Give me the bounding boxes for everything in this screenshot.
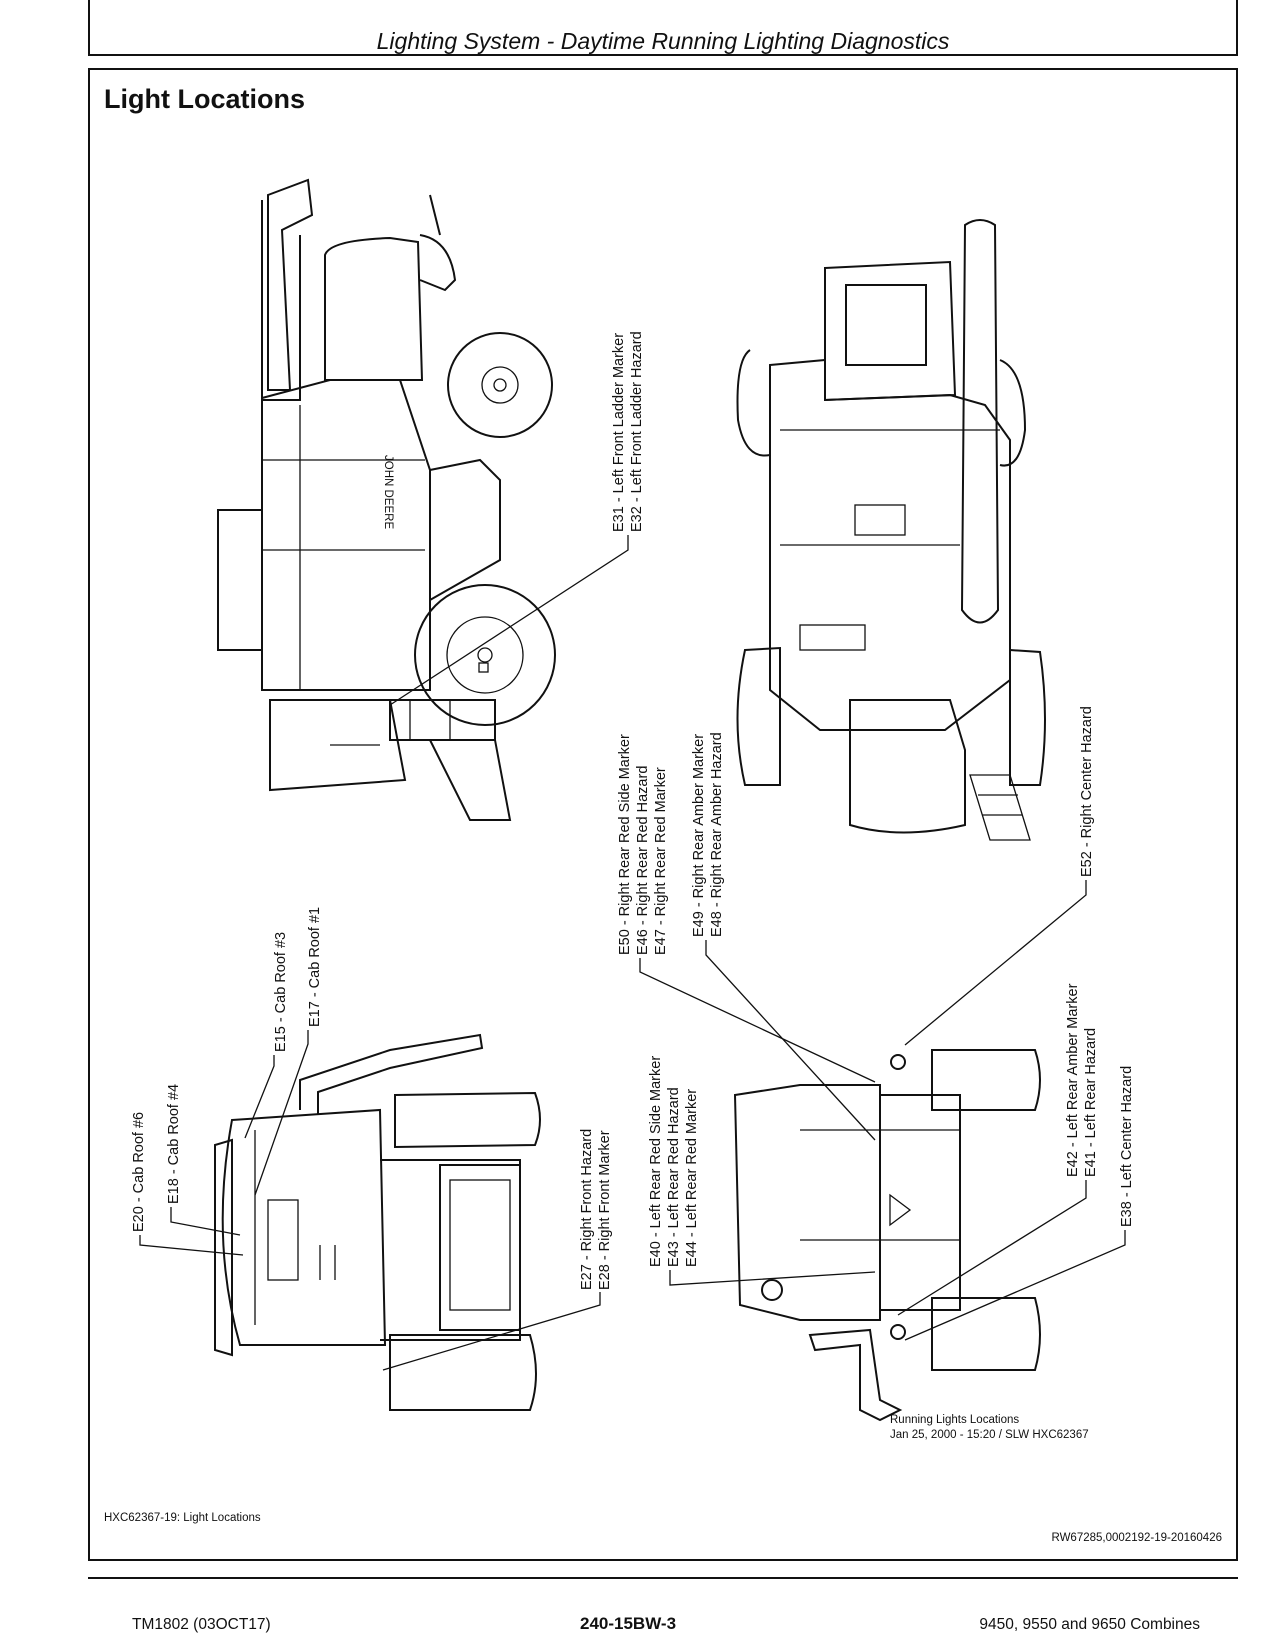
combine-side-view: JOHN DEERE (217, 178, 556, 821)
label-e20: E20 - Cab Roof #6 (131, 1112, 147, 1232)
header-box: Lighting System - Daytime Running Lighti… (88, 0, 1238, 56)
label-e40: E40 - Left Rear Red Side Marker (648, 1056, 664, 1267)
drawing-note-title: Running Lights Locations (890, 1414, 1019, 1426)
content-frame: Light Locations HXC62367-19: Light Locat… (88, 68, 1238, 1561)
light-labels: E31 - Left Front Ladder Marker E32 - Lef… (131, 331, 1135, 1290)
footer-models: 9450, 9550 and 9650 Combines (979, 1616, 1200, 1633)
footer-rule (88, 1577, 1238, 1579)
label-e27: E27 - Right Front Hazard (579, 1129, 595, 1290)
figure-caption: HXC62367-19: Light Locations (104, 1512, 261, 1524)
label-e48: E48 - Right Rear Amber Hazard (709, 732, 725, 937)
label-e17: E17 - Cab Roof #1 (307, 907, 323, 1027)
label-e15: E15 - Cab Roof #3 (273, 932, 289, 1052)
brand-lettering: JOHN DEERE (382, 455, 394, 529)
reference-code: RW67285,0002192-19-20160426 (1051, 1532, 1222, 1544)
label-e47: E47 - Right Rear Red Marker (653, 767, 669, 955)
label-e41: E41 - Left Rear Hazard (1083, 1028, 1099, 1177)
footer-page-number: 240-15BW-3 (580, 1614, 677, 1633)
label-e18: E18 - Cab Roof #4 (166, 1084, 182, 1204)
label-e50: E50 - Right Rear Red Side Marker (617, 734, 633, 955)
drawing-note-date: Jan 25, 2000 - 15:20 / SLW HXC62367 (890, 1429, 1089, 1441)
label-e43: E43 - Left Rear Red Hazard (666, 1087, 682, 1267)
label-e44: E44 - Left Rear Red Marker (684, 1089, 700, 1267)
label-e52: E52 - Right Center Hazard (1079, 706, 1095, 877)
page-header-title: Lighting System - Daytime Running Lighti… (376, 28, 950, 54)
label-e28: E28 - Right Front Marker (597, 1130, 613, 1290)
combine-rear-view (733, 1049, 1041, 1422)
label-e46: E46 - Right Rear Red Hazard (635, 766, 651, 955)
label-e31: E31 - Left Front Ladder Marker (611, 333, 627, 532)
footer-manual-id: TM1802 (03OCT17) (132, 1616, 271, 1633)
label-e38: E38 - Left Center Hazard (1119, 1066, 1135, 1227)
combine-front-view (214, 1033, 541, 1411)
label-e32: E32 - Left Front Ladder Hazard (629, 331, 645, 532)
label-e42: E42 - Left Rear Amber Marker (1065, 983, 1081, 1177)
section-title: Light Locations (104, 84, 305, 114)
label-e49: E49 - Right Rear Amber Marker (691, 734, 707, 937)
leader-lines (139, 535, 1126, 1371)
combine-top-view (736, 219, 1046, 841)
